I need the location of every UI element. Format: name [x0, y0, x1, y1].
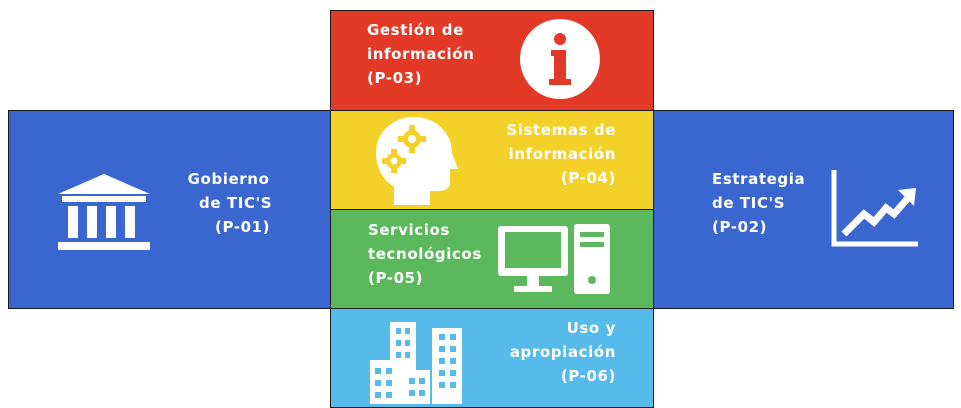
gestion-code: (P-03) — [367, 69, 423, 87]
servicios-line2: tecnológicos — [368, 245, 482, 263]
computer-icon — [498, 224, 610, 294]
estrategia-code: (P-02) — [712, 218, 768, 236]
sistemas-line1: Sistemas de — [506, 121, 616, 139]
growth-chart-icon — [831, 170, 918, 247]
sistemas-line2: información — [508, 145, 616, 163]
uso-code: (P-06) — [560, 367, 616, 385]
gestion-line2: información — [367, 45, 475, 63]
estrategia-label: Estrategia de TIC'S (P-02) — [712, 167, 805, 239]
brain-gears-icon — [376, 117, 458, 205]
sistemas-label: Sistemas de información (P-04) — [500, 118, 616, 190]
gobierno-box — [8, 110, 332, 309]
estrategia-line1: Estrategia — [712, 170, 806, 188]
gobierno-line2: de TIC'S — [199, 194, 273, 212]
uso-label: Uso y apropiación (P-06) — [500, 316, 616, 388]
gobierno-line1: Gobierno — [187, 170, 270, 188]
uso-line2: apropiación — [509, 343, 616, 361]
city-buildings-icon — [370, 322, 462, 404]
uso-line1: Uso y — [566, 319, 616, 337]
estrategia-box — [652, 110, 954, 309]
government-building-icon — [58, 174, 150, 250]
gobierno-label: Gobierno de TIC'S (P-01) — [185, 167, 272, 239]
servicios-code: (P-05) — [368, 269, 424, 287]
gobierno-code: (P-01) — [215, 218, 271, 236]
servicios-line1: Servicios — [368, 221, 450, 239]
servicios-label: Servicios tecnológicos (P-05) — [368, 218, 482, 290]
info-icon — [520, 19, 600, 99]
gestion-line1: Gestión de — [367, 21, 464, 39]
gestion-label: Gestión de información (P-03) — [367, 18, 474, 90]
sistemas-code: (P-04) — [560, 169, 616, 187]
estrategia-line2: de TIC'S — [712, 194, 786, 212]
